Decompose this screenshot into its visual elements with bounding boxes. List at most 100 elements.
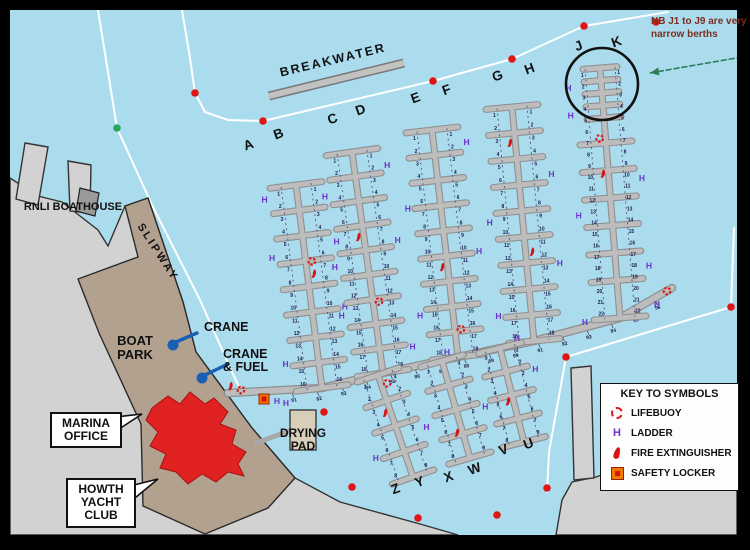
berth-number: 13 [627, 206, 633, 212]
berth-number: 15 [545, 292, 551, 298]
berth-number: 5 [584, 118, 587, 124]
berth-number: 17 [548, 318, 554, 324]
ladder-icon: H [333, 237, 339, 247]
breakwater-structure [268, 60, 405, 99]
berth-number: 12 [626, 195, 632, 201]
berth-divider-line [455, 356, 485, 454]
berth-number: 12 [294, 331, 300, 337]
berth-number: 7 [623, 138, 626, 144]
berth-number: 1 [333, 158, 336, 164]
safety-locker-icon [261, 396, 267, 402]
red-marker-dot [652, 18, 660, 26]
safety-locker-icon [610, 467, 624, 480]
ladder-icon: H [568, 111, 574, 121]
berth-number: 8 [587, 152, 590, 158]
berth-number: 5 [498, 165, 501, 171]
berth-number: 8 [394, 474, 397, 480]
berth-number: 6 [385, 448, 388, 454]
berth-number: 5 [376, 203, 379, 209]
drying-pad [289, 409, 317, 451]
berth-number: 15 [432, 313, 438, 319]
berth-number: 18 [595, 266, 601, 272]
berth-number: 11 [625, 184, 631, 190]
berth-number: 7 [503, 426, 506, 432]
fire-extinguisher-icon [529, 247, 535, 257]
key-row-ladder: H LADDER [601, 423, 738, 443]
frame-right [737, 0, 750, 550]
berth-number: 8 [382, 239, 385, 245]
fire-extinguisher-icon [355, 232, 361, 242]
berth-number: 3 [337, 183, 340, 189]
berth-number: 17 [594, 255, 600, 261]
berth-number: 9 [461, 233, 464, 239]
berth-number: 2 [618, 81, 621, 87]
ladder-icon: H [495, 311, 501, 321]
ladder-icon: H [482, 401, 488, 411]
berth-number: 18 [473, 346, 479, 352]
ladder-icon: H [405, 204, 411, 214]
berth-number: 11 [589, 187, 595, 193]
berth-number: 5 [412, 425, 415, 431]
frame-bottom [0, 535, 750, 550]
berth-number: 8 [624, 150, 627, 156]
berth-divider-line [366, 149, 399, 371]
berth-number: 5 [340, 208, 343, 214]
annotation-arrow [649, 56, 743, 74]
berth-number: 22 [599, 312, 605, 318]
berth-number: 18 [631, 263, 637, 269]
berth-number: 12 [464, 271, 470, 277]
berth-number: 21 [598, 300, 604, 306]
key-row-lifebuoy: LIFEBUOY [601, 403, 738, 423]
ladder-icon: H [646, 260, 652, 270]
berth-number: 3 [583, 96, 586, 102]
ladder-icon: H [654, 299, 660, 309]
berth-number: 6 [457, 195, 460, 201]
berth-number: 20 [633, 286, 639, 292]
berth-number: 4 [525, 383, 528, 389]
berth-number: 12 [428, 275, 434, 281]
berth-number: 1 [450, 132, 453, 138]
ladder-icon: H [576, 211, 582, 221]
pontoon-letter-W: W [466, 459, 483, 478]
berth-number: 15 [629, 229, 635, 235]
berth-number: 11 [463, 258, 469, 264]
berth-number: 14 [591, 221, 597, 227]
red-marker-dot [414, 514, 422, 522]
berth-divider-line [391, 369, 428, 473]
fire-extinguisher-icon [228, 381, 233, 391]
berth-number: 4 [468, 397, 471, 403]
berth-number: 3 [522, 371, 525, 377]
berth-number: 18 [549, 331, 555, 337]
berth-number: 91 [537, 347, 544, 354]
key-label: SAFETY LOCKER [631, 468, 716, 479]
berth-number: 19 [632, 275, 638, 281]
berth-number: 12 [505, 256, 511, 262]
narrow-berths-annotation: NB J1 to J9 are very narrow berths [651, 16, 747, 40]
berth-number: 2 [398, 387, 401, 393]
lifebuoy-icon [662, 286, 672, 296]
key-title: KEY TO SYMBOLS [620, 388, 719, 400]
berth-number: 10 [291, 306, 297, 312]
berth-number: 17 [511, 321, 517, 327]
berth-number: 7 [448, 442, 451, 448]
berth-number: 2 [415, 149, 418, 155]
berth-number: 16 [630, 240, 636, 246]
red-marker-dot [508, 55, 516, 63]
berth-divider-line [363, 379, 400, 483]
red-marker-dot [259, 117, 267, 125]
pontoon-GH [483, 102, 563, 346]
berth-number: 6 [499, 178, 502, 184]
berth-number: 2 [451, 145, 454, 151]
berth-number: 5 [497, 403, 500, 409]
ladder-icon: H [417, 310, 423, 320]
berth-number: 5 [528, 395, 531, 401]
ladder-icon: H [423, 422, 429, 432]
berth-number: 10 [503, 230, 509, 236]
berth-number: 17 [471, 334, 477, 340]
drying-pad-walkway [253, 427, 295, 446]
berth-tick [538, 343, 541, 348]
berth-number: 4 [377, 423, 380, 429]
berth-number: 8 [506, 438, 509, 444]
berth-tick [317, 392, 320, 397]
lifebuoy-icon [382, 378, 392, 388]
